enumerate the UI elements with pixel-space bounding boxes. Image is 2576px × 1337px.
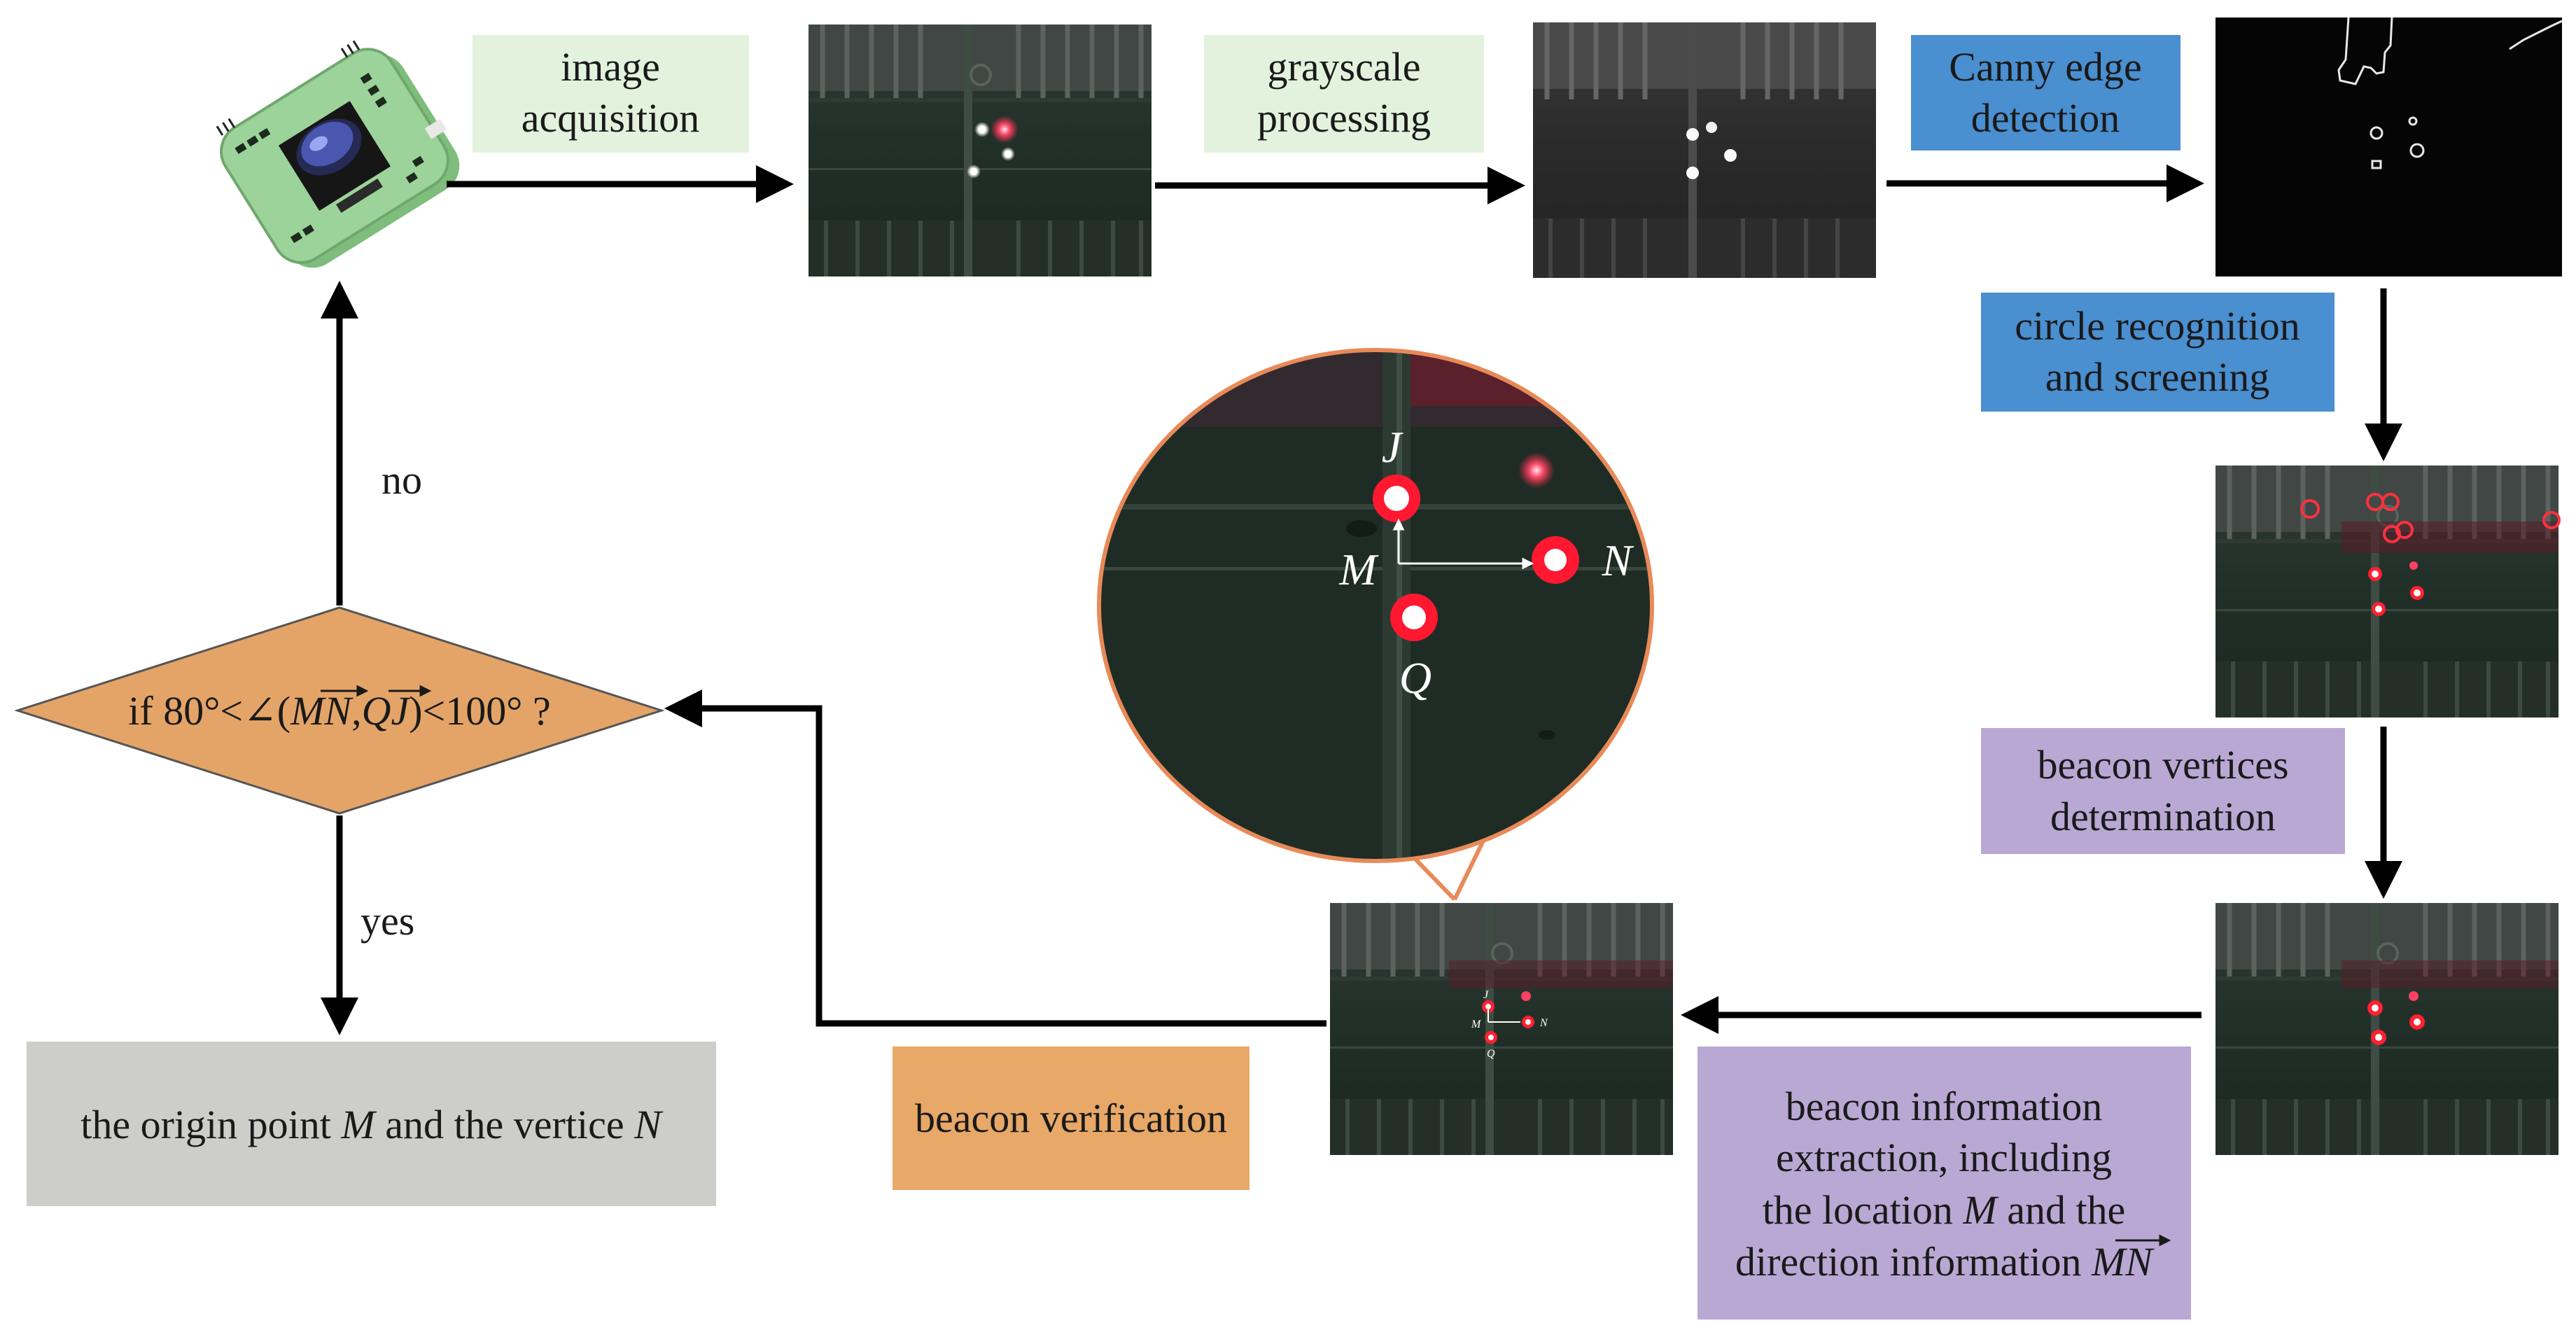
box-image-acquisition: image acquisition	[472, 35, 749, 153]
zoom-beacon-q	[1390, 594, 1438, 641]
label-info-3: the location M and the	[1763, 1187, 2126, 1233]
photo-vertices	[2216, 903, 2558, 1155]
label-result: the origin point M and the vertice N	[80, 1102, 664, 1147]
photo-original	[808, 24, 1152, 276]
zoom-beacon-n	[1532, 536, 1579, 584]
label-grayscale-2: processing	[1257, 95, 1431, 141]
vector-arrows-decision	[321, 685, 432, 697]
arrow-verification-to-decision	[664, 690, 1326, 1027]
label-grayscale-1: grayscale	[1268, 44, 1421, 90]
vector-arrow-mn-info	[2115, 1234, 2171, 1247]
small-label-j: J	[1483, 989, 1489, 1001]
label-decision: if 80°<∠(MN,QJ)<100° ?	[128, 688, 550, 734]
camera-module-icon	[216, 40, 460, 268]
label-image-acquisition-1: image	[561, 44, 660, 90]
small-label-m: M	[1471, 1018, 1482, 1030]
photo-canny-edges	[2216, 17, 2563, 276]
label-verification: beacon verification	[915, 1096, 1227, 1141]
zoom-label-n: N	[1602, 536, 1634, 585]
zoom-label-q: Q	[1399, 653, 1432, 703]
decision-diamond: if 80°<∠(MN,QJ)<100° ?	[14, 606, 665, 815]
label-circle-2: and screening	[2045, 354, 2269, 400]
small-label-n: N	[1539, 1017, 1548, 1029]
box-result: the origin point M and the vertice N	[27, 1042, 716, 1206]
label-vertices-1: beacon vertices	[2037, 742, 2288, 788]
box-canny-edge-detection: Canny edge detection	[1911, 35, 2180, 150]
box-vertices-determination: beacon vertices determination	[1981, 728, 2345, 854]
box-circle-recognition: circle recognition and screening	[1981, 293, 2334, 412]
label-branch-yes: yes	[360, 898, 414, 944]
photo-grayscale	[1533, 22, 1876, 278]
box-beacon-verification: beacon verification	[892, 1046, 1250, 1190]
zoom-label-j: J	[1382, 422, 1404, 472]
small-label-q: Q	[1487, 1048, 1495, 1060]
label-info-2: extraction, including	[1776, 1135, 2112, 1180]
photo-beacon-info: J M N Q	[1330, 903, 1673, 1155]
box-grayscale-processing: grayscale processing	[1204, 35, 1484, 153]
label-circle-1: circle recognition	[2015, 303, 2300, 349]
zoom-label-m: M	[1338, 545, 1379, 594]
label-canny-1: Canny edge	[1949, 44, 2141, 90]
box-information-extraction: beacon information extraction, including…	[1698, 1046, 2191, 1320]
zoom-bubble: J M N Q	[1097, 348, 1654, 902]
zoom-axes	[1392, 518, 1534, 570]
label-branch-no: no	[382, 457, 422, 503]
photo-circle-recognition	[2216, 465, 2559, 718]
label-canny-2: detection	[1971, 95, 2120, 141]
label-info-4: direction information MN	[1735, 1239, 2155, 1284]
label-info-1: beacon information	[1786, 1084, 2103, 1129]
label-image-acquisition-2: acquisition	[522, 95, 700, 141]
label-vertices-2: determination	[2050, 794, 2276, 839]
zoom-beacon-j	[1373, 475, 1420, 522]
